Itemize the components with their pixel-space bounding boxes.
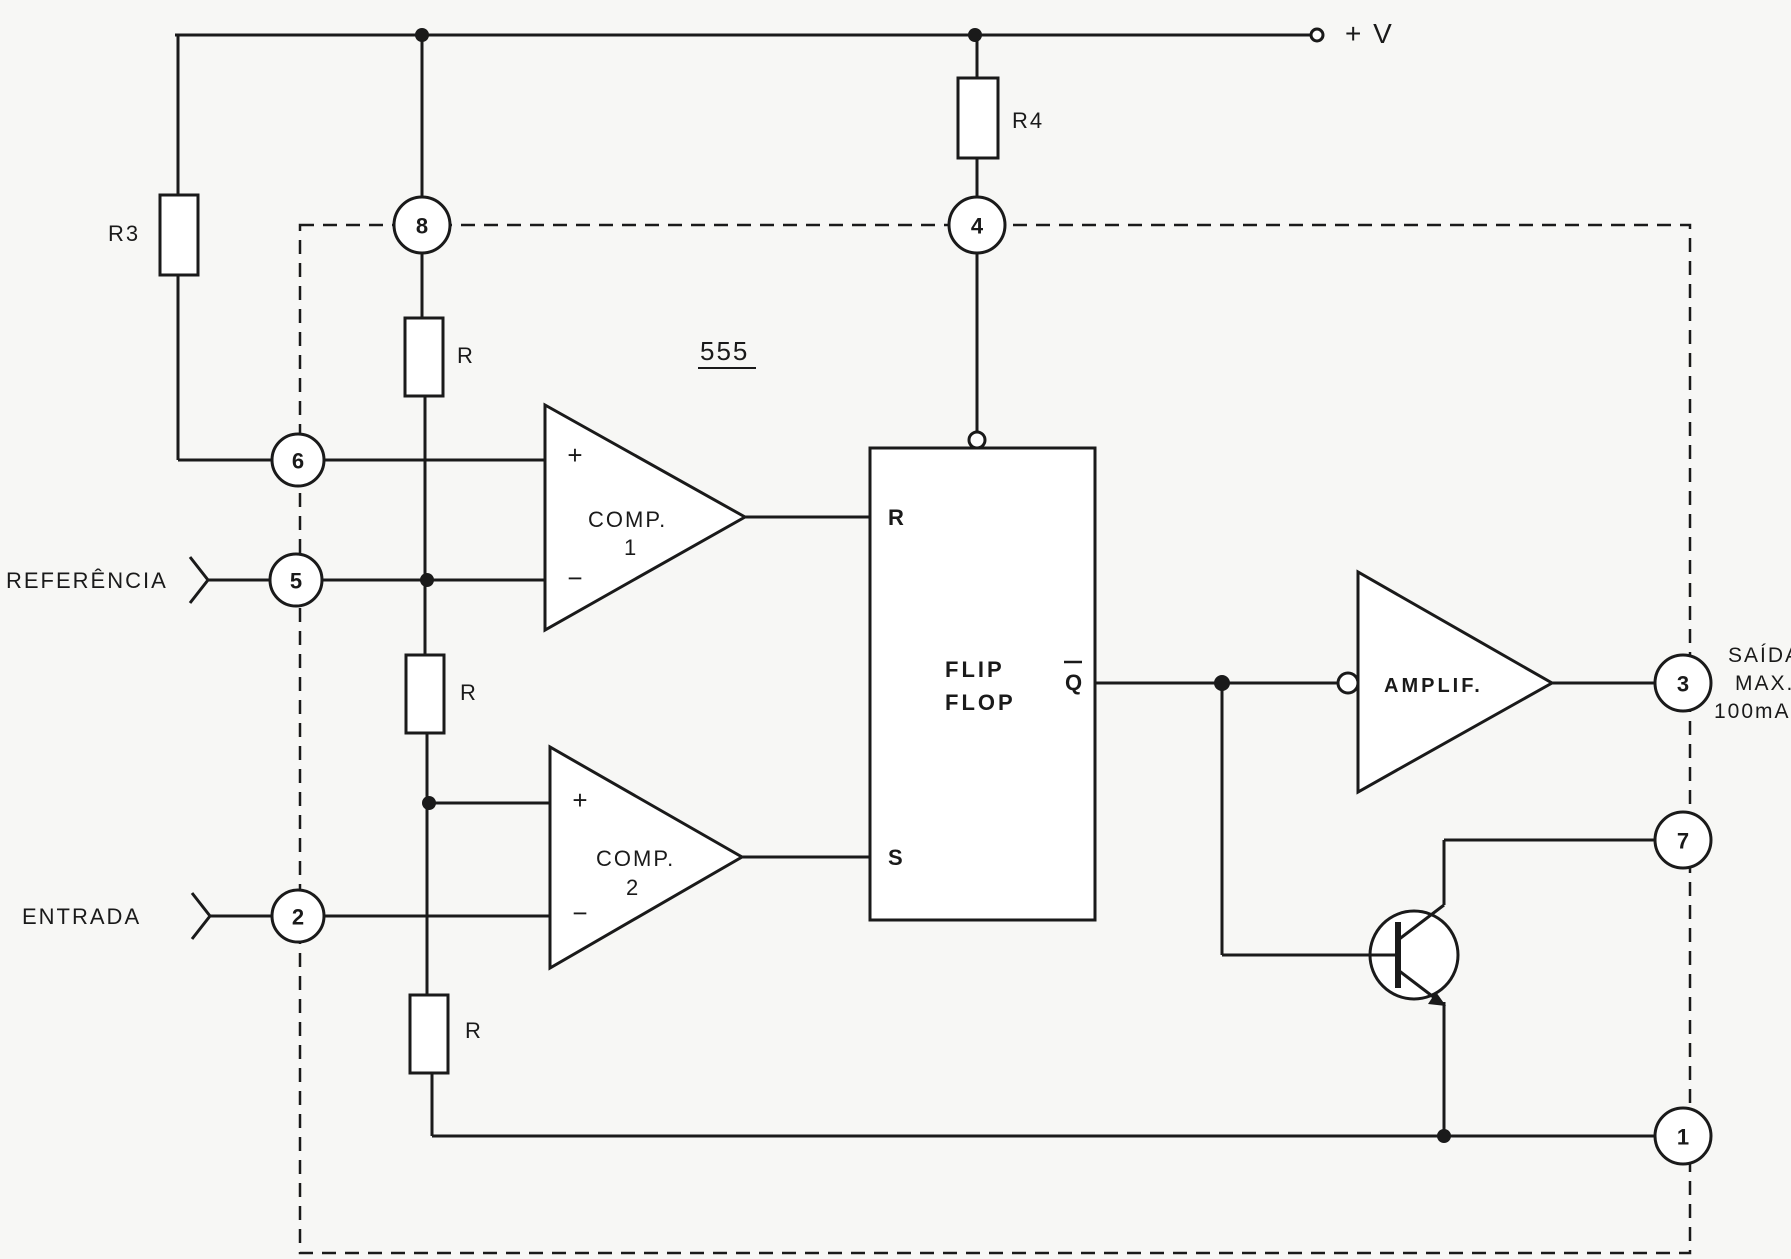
amplifier-label: AMPLIF.	[1384, 675, 1483, 697]
output-label-1: SAÍDA	[1728, 644, 1791, 667]
chip-label: 555	[700, 336, 749, 366]
supply-rail	[175, 27, 1325, 43]
pin-7: 7	[1653, 810, 1713, 870]
pin-6: 6	[270, 432, 326, 488]
reference-input-label: REFERÊNCIA	[6, 568, 168, 593]
flipflop-title-2: FLOP	[945, 690, 1016, 715]
comp1-number: 1	[624, 535, 638, 560]
r3-branch	[158, 35, 272, 462]
comp2-title: COMP.	[596, 846, 675, 871]
comparator-2	[548, 744, 746, 971]
r4-branch	[956, 35, 1000, 450]
r-top-label: R	[457, 343, 475, 368]
comp1-title: COMP.	[588, 507, 667, 532]
pin-6-number: 6	[292, 449, 304, 474]
pin-2-number: 2	[292, 905, 304, 930]
pin-7-number: 7	[1677, 829, 1689, 854]
discharge-transistor	[1368, 838, 1655, 1136]
q-output-wiring	[1095, 675, 1370, 957]
r4-label: R4	[1012, 108, 1044, 133]
pin-8: 8	[392, 195, 452, 255]
flipflop-q-output: Q	[1065, 670, 1085, 695]
flipflop-r-input: R	[888, 505, 907, 530]
entrada-input-label: ENTRADA	[22, 904, 141, 929]
pin-2: 2	[270, 888, 326, 944]
flip-flop	[868, 446, 1097, 922]
r-bottom-label: R	[465, 1018, 483, 1043]
input-arrows	[188, 556, 272, 940]
output-amplifier	[1336, 569, 1655, 795]
comp1-minus: −	[567, 563, 582, 593]
comparator-1	[543, 402, 749, 633]
pin-1-number: 1	[1677, 1125, 1689, 1150]
output-label-2: MAX.	[1735, 672, 1791, 695]
pin-8-number: 8	[416, 214, 428, 239]
pin-4: 4	[947, 195, 1007, 255]
comp2-number: 2	[626, 875, 640, 900]
pin-3-number: 3	[1677, 672, 1689, 697]
pin-4-number: 4	[971, 214, 984, 239]
flipflop-s-input: S	[888, 845, 906, 870]
pin-1: 1	[1653, 1106, 1713, 1166]
flipflop-title-1: FLIP	[945, 657, 1005, 682]
r3-label: R3	[108, 221, 140, 246]
supply-label: + V	[1345, 18, 1394, 49]
pin-5: 5	[268, 552, 324, 608]
pin-5-number: 5	[290, 569, 302, 594]
pin-3: 3	[1653, 653, 1713, 713]
divider-chain	[403, 35, 1660, 1143]
output-label-3: 100mA	[1714, 700, 1791, 723]
comp2-minus: −	[572, 898, 587, 928]
comp1-plus: +	[567, 440, 582, 470]
r-mid-label: R	[460, 680, 478, 705]
comp2-plus: +	[572, 785, 587, 815]
comparator-wiring	[322, 458, 870, 918]
